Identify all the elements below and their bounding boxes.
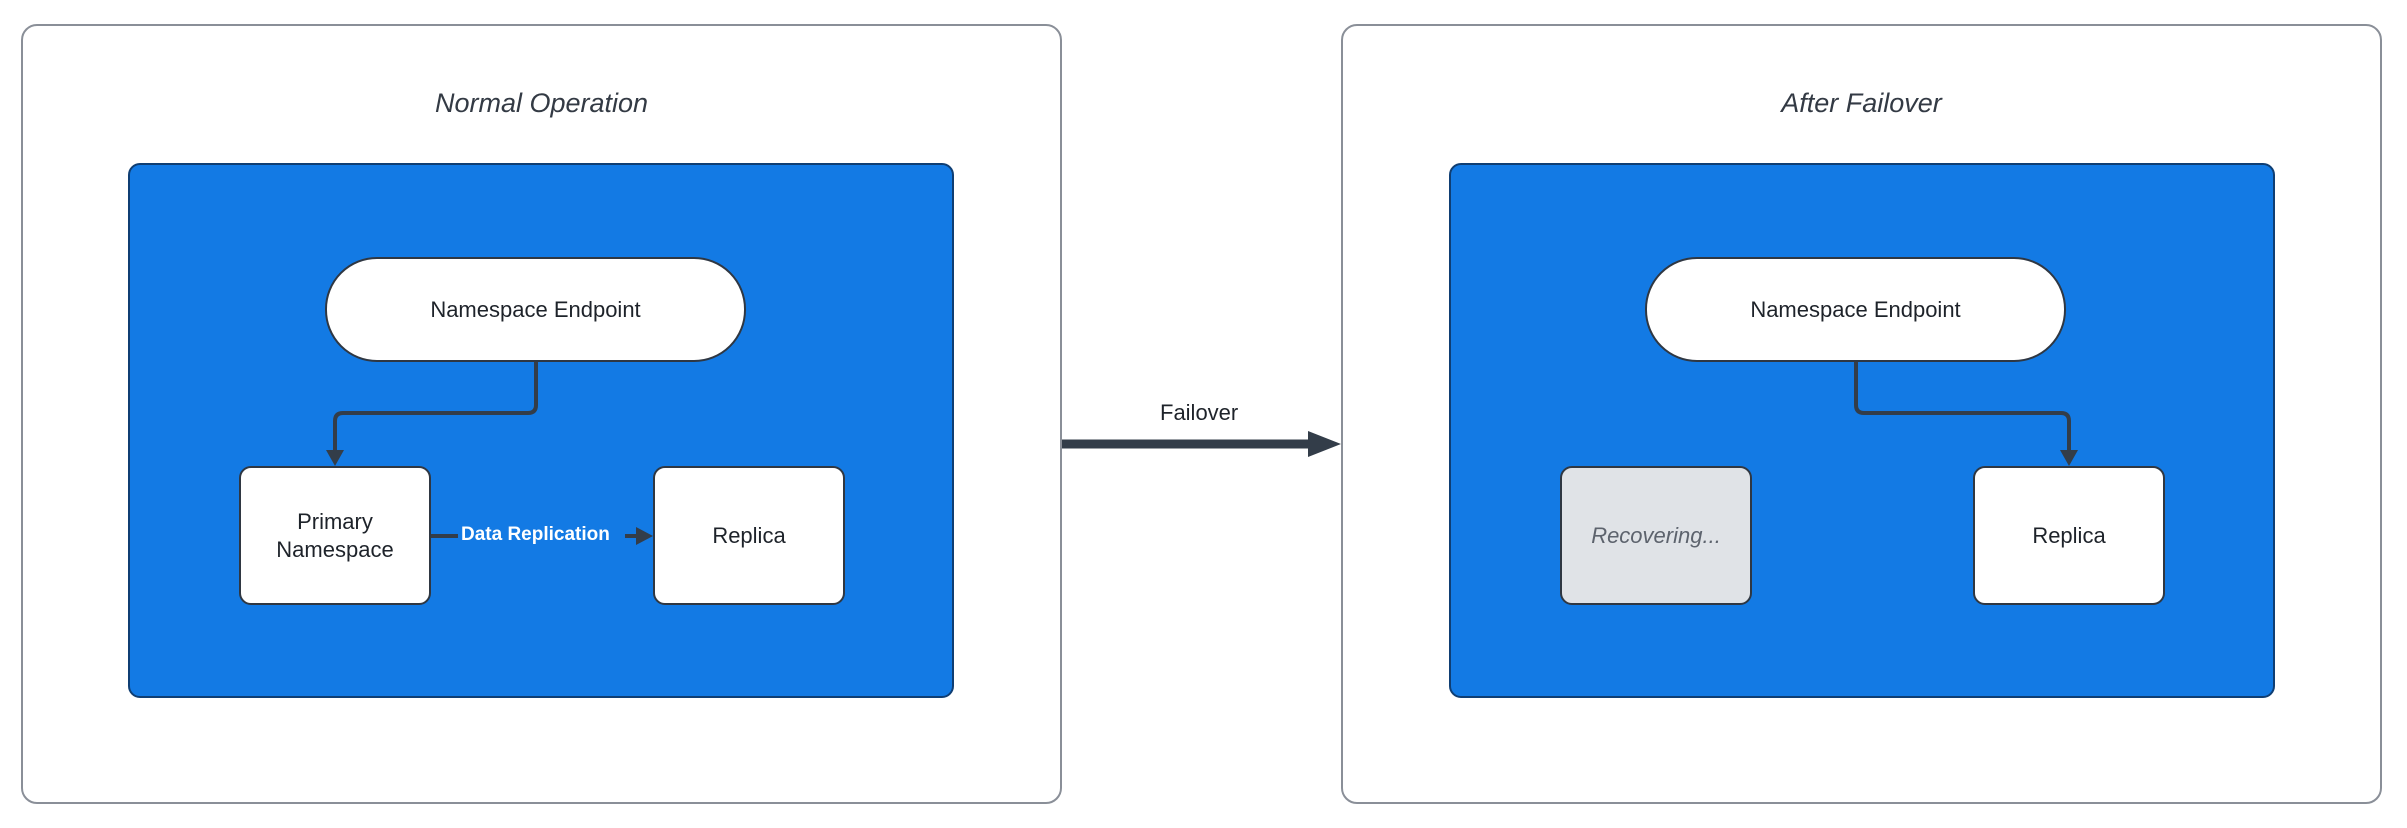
namespace-endpoint-node: Namespace Endpoint bbox=[325, 257, 746, 362]
panel-title: After Failover bbox=[1781, 88, 1942, 118]
replica-node: Replica bbox=[653, 466, 845, 605]
panel-title: Normal Operation bbox=[434, 88, 649, 118]
primary-namespace-node: Primary Namespace bbox=[239, 466, 431, 605]
replica-node: Replica bbox=[1973, 466, 2165, 605]
namespace-endpoint-node: Namespace Endpoint bbox=[1645, 257, 2066, 362]
namespace-region-left bbox=[128, 163, 954, 698]
arrowhead bbox=[1308, 431, 1341, 457]
recovering-namespace-node: Recovering... bbox=[1560, 466, 1752, 605]
data-replication-label: Data Replication bbox=[461, 524, 610, 545]
namespace-region-right bbox=[1449, 163, 2275, 698]
failover-label: Failover bbox=[1160, 400, 1239, 425]
